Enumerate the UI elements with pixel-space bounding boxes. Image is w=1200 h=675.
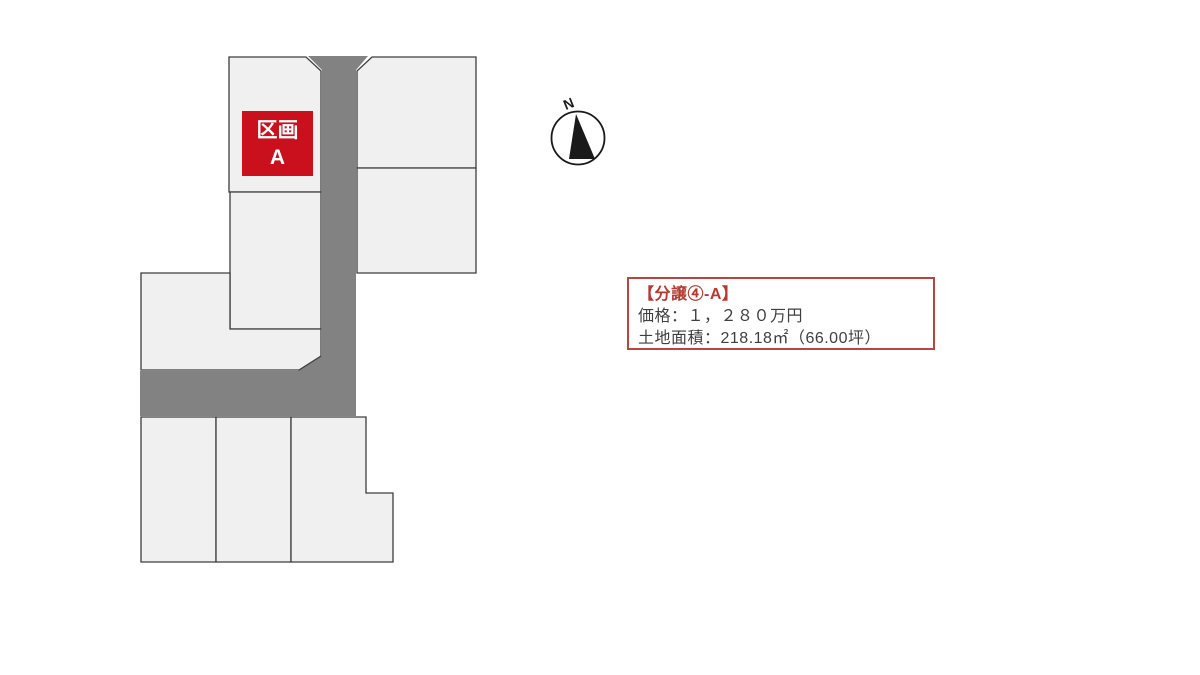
road	[140, 56, 368, 416]
listing-title: 【分譲④-A】	[638, 286, 739, 303]
plot-a-highlight-badge: 区画 A	[242, 111, 313, 176]
plot-a-label-line2: A	[269, 145, 286, 169]
listing-info-box: 【分譲④-A】 価格：１，２８０万円 土地面積：218.18㎡（66.00坪）	[627, 277, 935, 350]
parcel-below-plot-a	[229, 191, 322, 330]
listing-land-area: 土地面積：218.18㎡（66.00坪）	[638, 330, 881, 347]
listing-price: 価格：１，２８０万円	[638, 308, 804, 325]
north-arrow-icon	[569, 114, 595, 159]
compass-north-label: N	[561, 94, 576, 113]
parcel-south-right	[290, 416, 394, 563]
parcel-west	[140, 272, 322, 371]
parcel-south-left	[140, 416, 217, 563]
plot-a-label-line1: 区画	[256, 118, 299, 142]
parcel-northeast-upper	[356, 56, 477, 169]
compass: N	[550, 94, 606, 166]
parcel-south-middle	[215, 416, 292, 563]
parcel-northeast-lower	[356, 167, 477, 274]
